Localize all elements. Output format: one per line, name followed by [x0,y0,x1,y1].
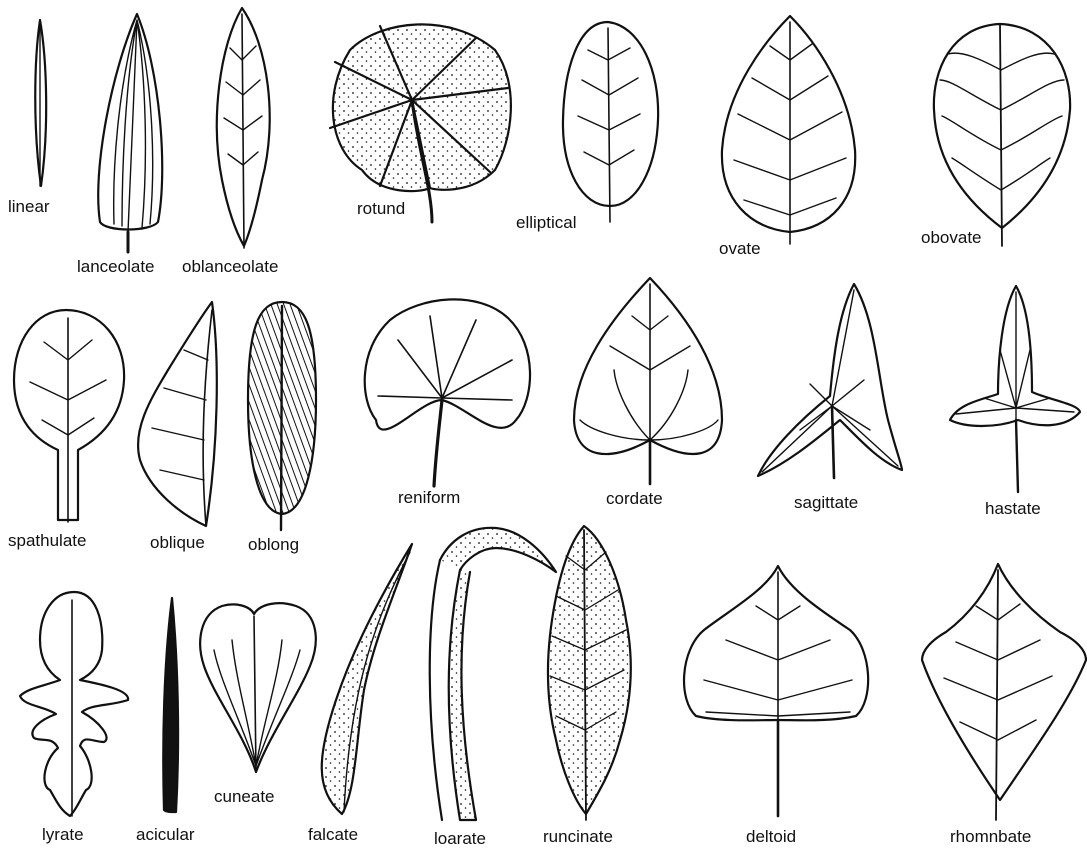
leaf-cordate [574,278,722,484]
leaf-rotund [330,24,511,222]
label-rhomnbate: rhomnbate [950,828,1031,845]
label-ovate: ovate [719,240,761,257]
leaf-acicular [163,598,178,812]
label-cuneate: cuneate [214,788,275,805]
leaf-runcinate [548,526,631,820]
label-linear: linear [8,198,50,215]
leaf-reniform [365,299,530,486]
leaf-spathulate [14,310,124,522]
label-elliptical: elliptical [516,214,576,231]
leaf-sagittate [758,284,902,478]
leaf-linear [35,20,46,186]
label-sagittate: sagittate [794,494,858,511]
leaf-oblique [138,302,217,526]
leaf-elliptical [563,22,658,222]
label-obovate: obovate [921,229,982,246]
leaf-ovate [722,16,855,244]
leaf-oblanceolate [217,8,270,248]
label-cordate: cordate [606,490,663,507]
leaf-oblong [248,302,316,530]
label-deltoid: deltoid [746,828,796,845]
label-oblong: oblong [248,536,299,553]
label-falcate: falcate [308,826,358,843]
leaf-deltoid [684,566,868,816]
label-rotund: rotund [357,200,405,217]
label-loarate: loarate [434,830,486,847]
label-reniform: reniform [398,489,460,506]
leaf-obovate [934,24,1070,246]
leaf-rhombate [922,564,1086,820]
label-spathulate: spathulate [8,532,86,549]
leaf-falcate [322,544,412,814]
leaf-lyrate [20,592,128,816]
label-acicular: acicular [136,826,195,843]
leaf-hastate [950,286,1080,492]
label-lyrate: lyrate [42,826,84,843]
label-oblanceolate: oblanceolate [182,258,278,275]
label-hastate: hastate [985,500,1041,517]
label-runcinate: runcinate [543,828,613,845]
leaf-lanceolate [98,14,162,252]
label-lanceolate: lanceolate [77,258,155,275]
leaf-cuneate [200,603,316,772]
leaf-loarate [430,528,556,820]
label-oblique: oblique [150,534,205,551]
